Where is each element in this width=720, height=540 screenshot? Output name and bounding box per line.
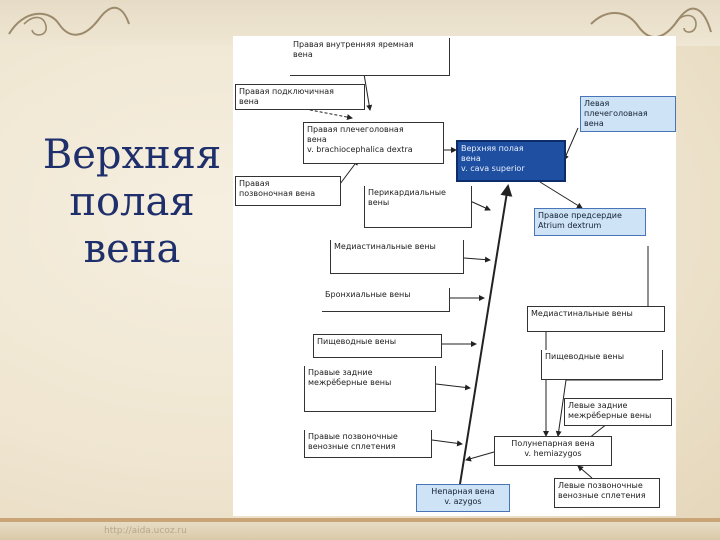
box-right-brachiocephalic-vein: Правая плечеголовная вена v. brachioceph… — [303, 122, 444, 164]
slide-bottom-border — [0, 518, 720, 540]
footer-url: http://aida.ucoz.ru — [104, 526, 187, 536]
box-left-brachiocephalic-vein: Левая плечеголовная вена — [580, 96, 676, 132]
box-right-atrium: Правое предсердие Atrium dextrum — [534, 208, 646, 236]
ornament-left — [8, 6, 130, 36]
box-mediastinal-veins-right: Медиастинальные вены — [330, 240, 464, 274]
box-esophageal-veins-right: Пищеводные вены — [313, 334, 442, 358]
box-right-vertebral-vein: Правая позвоночная вена — [235, 176, 341, 206]
box-left-posterior-intercostal-veins: Левые задние межрёберные вены — [564, 398, 672, 426]
box-esophageal-veins-left: Пищеводные вены — [541, 350, 663, 380]
title-line-1: Верхняя — [42, 132, 222, 178]
box-right-vertebral-venous-plexus: Правые позвоночные венозные сплетения — [304, 430, 432, 458]
box-pericardial-veins: Перикардиальные вены — [364, 186, 472, 228]
title-line-3: вена — [83, 226, 181, 272]
box-right-posterior-intercostal-veins: Правые задние межрёберные вены — [304, 366, 436, 412]
box-bronchial-veins: Бронхиальные вены — [322, 288, 450, 312]
title-line-2: полая — [69, 179, 195, 225]
slide-title: Верхняя полая вена — [42, 132, 222, 273]
box-azygos-vein: Непарная вена v. azygos — [416, 484, 510, 512]
bottom-stripe — [0, 518, 720, 522]
box-superior-vena-cava: Верхняя полая вена v. cava superior — [456, 140, 566, 182]
box-right-internal-jugular-vein: Правая внутренняя яремная вена — [290, 38, 450, 76]
box-left-vertebral-venous-plexus: Левые позвоночные венозные сплетения — [554, 478, 660, 508]
box-mediastinal-veins-left: Медиастинальные вены — [527, 306, 665, 332]
box-right-subclavian-vein: Правая подключичная вена — [235, 84, 365, 110]
box-hemiazygos-vein: Полунепарная вена v. hemiazygos — [494, 436, 612, 466]
